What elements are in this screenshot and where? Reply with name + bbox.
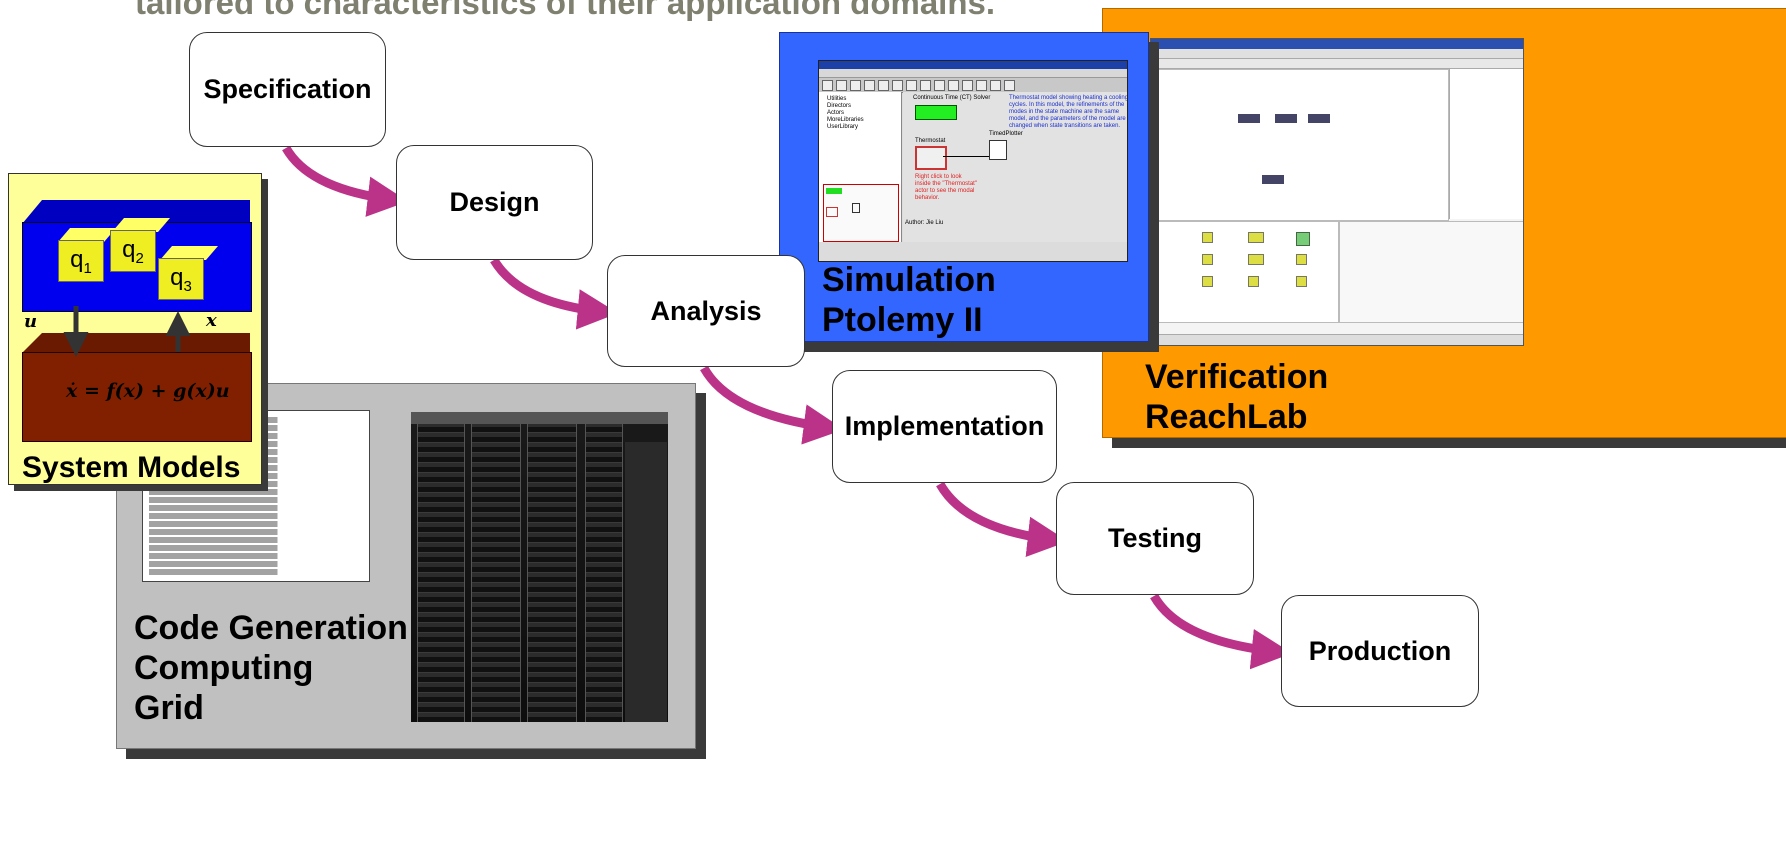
arrow-specification-design [282, 145, 409, 217]
arrow-analysis-implementation [700, 365, 845, 445]
block-q3: q3 [158, 258, 204, 300]
model-description: Thermostat model showing heating a cooli… [1009, 95, 1128, 129]
solver-label: Continuous Time (CT) Solver [913, 95, 991, 101]
verification-title: Verification [1145, 358, 1329, 396]
grid-title: Grid [134, 689, 204, 727]
library-item: Utilities [827, 96, 847, 102]
director-icon [915, 105, 957, 120]
stage-implementation: Implementation [832, 370, 1057, 483]
ptolemy-library-tree: Utilities Directors Actors MoreLibraries… [819, 92, 902, 242]
thermostat-label: Thermostat [915, 138, 946, 144]
library-item: MoreLibraries [827, 117, 864, 123]
output-x-label: x [206, 310, 217, 331]
dynamics-equation: ẋ = f(x) + g(x)u [66, 380, 230, 402]
plotter-actor [989, 140, 1007, 160]
stage-testing: Testing [1056, 482, 1254, 595]
reachlab-title: ReachLab [1145, 398, 1308, 436]
arrow-implementation-testing [936, 481, 1069, 557]
author-label: Author: Jie Liu [905, 220, 944, 226]
slide-heading: tailored to characteristics of their app… [135, 0, 996, 21]
block-q3-label: q3 [170, 263, 192, 295]
input-u-label: u [24, 311, 38, 332]
arrow-design-analysis [490, 257, 619, 330]
plotter-label: TimedPlotter [989, 131, 1023, 137]
stage-analysis: Analysis [607, 255, 805, 367]
block-q1-label: q1 [70, 245, 92, 277]
simulation-label: Simulation Ptolemy II [822, 260, 996, 340]
hint-text: Right click to look inside the "Thermost… [915, 174, 977, 201]
thermostat-actor [915, 146, 947, 170]
stage-production: Production [1281, 595, 1479, 707]
server-racks-photo [411, 412, 668, 722]
stage-design: Design [396, 145, 593, 260]
stage-specification: Specification [189, 32, 386, 147]
ptolemy-canvas: Continuous Time (CT) Solver Thermostat m… [903, 92, 1127, 242]
computing-title: Computing [134, 649, 314, 687]
simulation-title: Simulation [822, 261, 996, 299]
codegen-title: Code Generation [134, 609, 408, 647]
ptolemy-screenshot: Utilities Directors Actors MoreLibraries… [818, 60, 1128, 262]
block-q2: q2 [110, 230, 156, 272]
ptolemy-title: Ptolemy II [822, 301, 983, 339]
bottom-box [22, 352, 252, 442]
library-item: Directors [827, 103, 852, 109]
block-q2-label: q2 [122, 235, 144, 267]
library-item: UserLibrary [827, 124, 859, 130]
codegen-label: Code Generation Computing Grid [134, 608, 408, 728]
system-models-label: System Models [22, 451, 241, 484]
verification-label: Verification ReachLab [1145, 357, 1328, 437]
library-item: Actors [827, 110, 845, 116]
arrow-testing-production [1150, 593, 1293, 670]
block-q1: q1 [58, 240, 104, 282]
reachlab-screenshot [1150, 38, 1524, 346]
